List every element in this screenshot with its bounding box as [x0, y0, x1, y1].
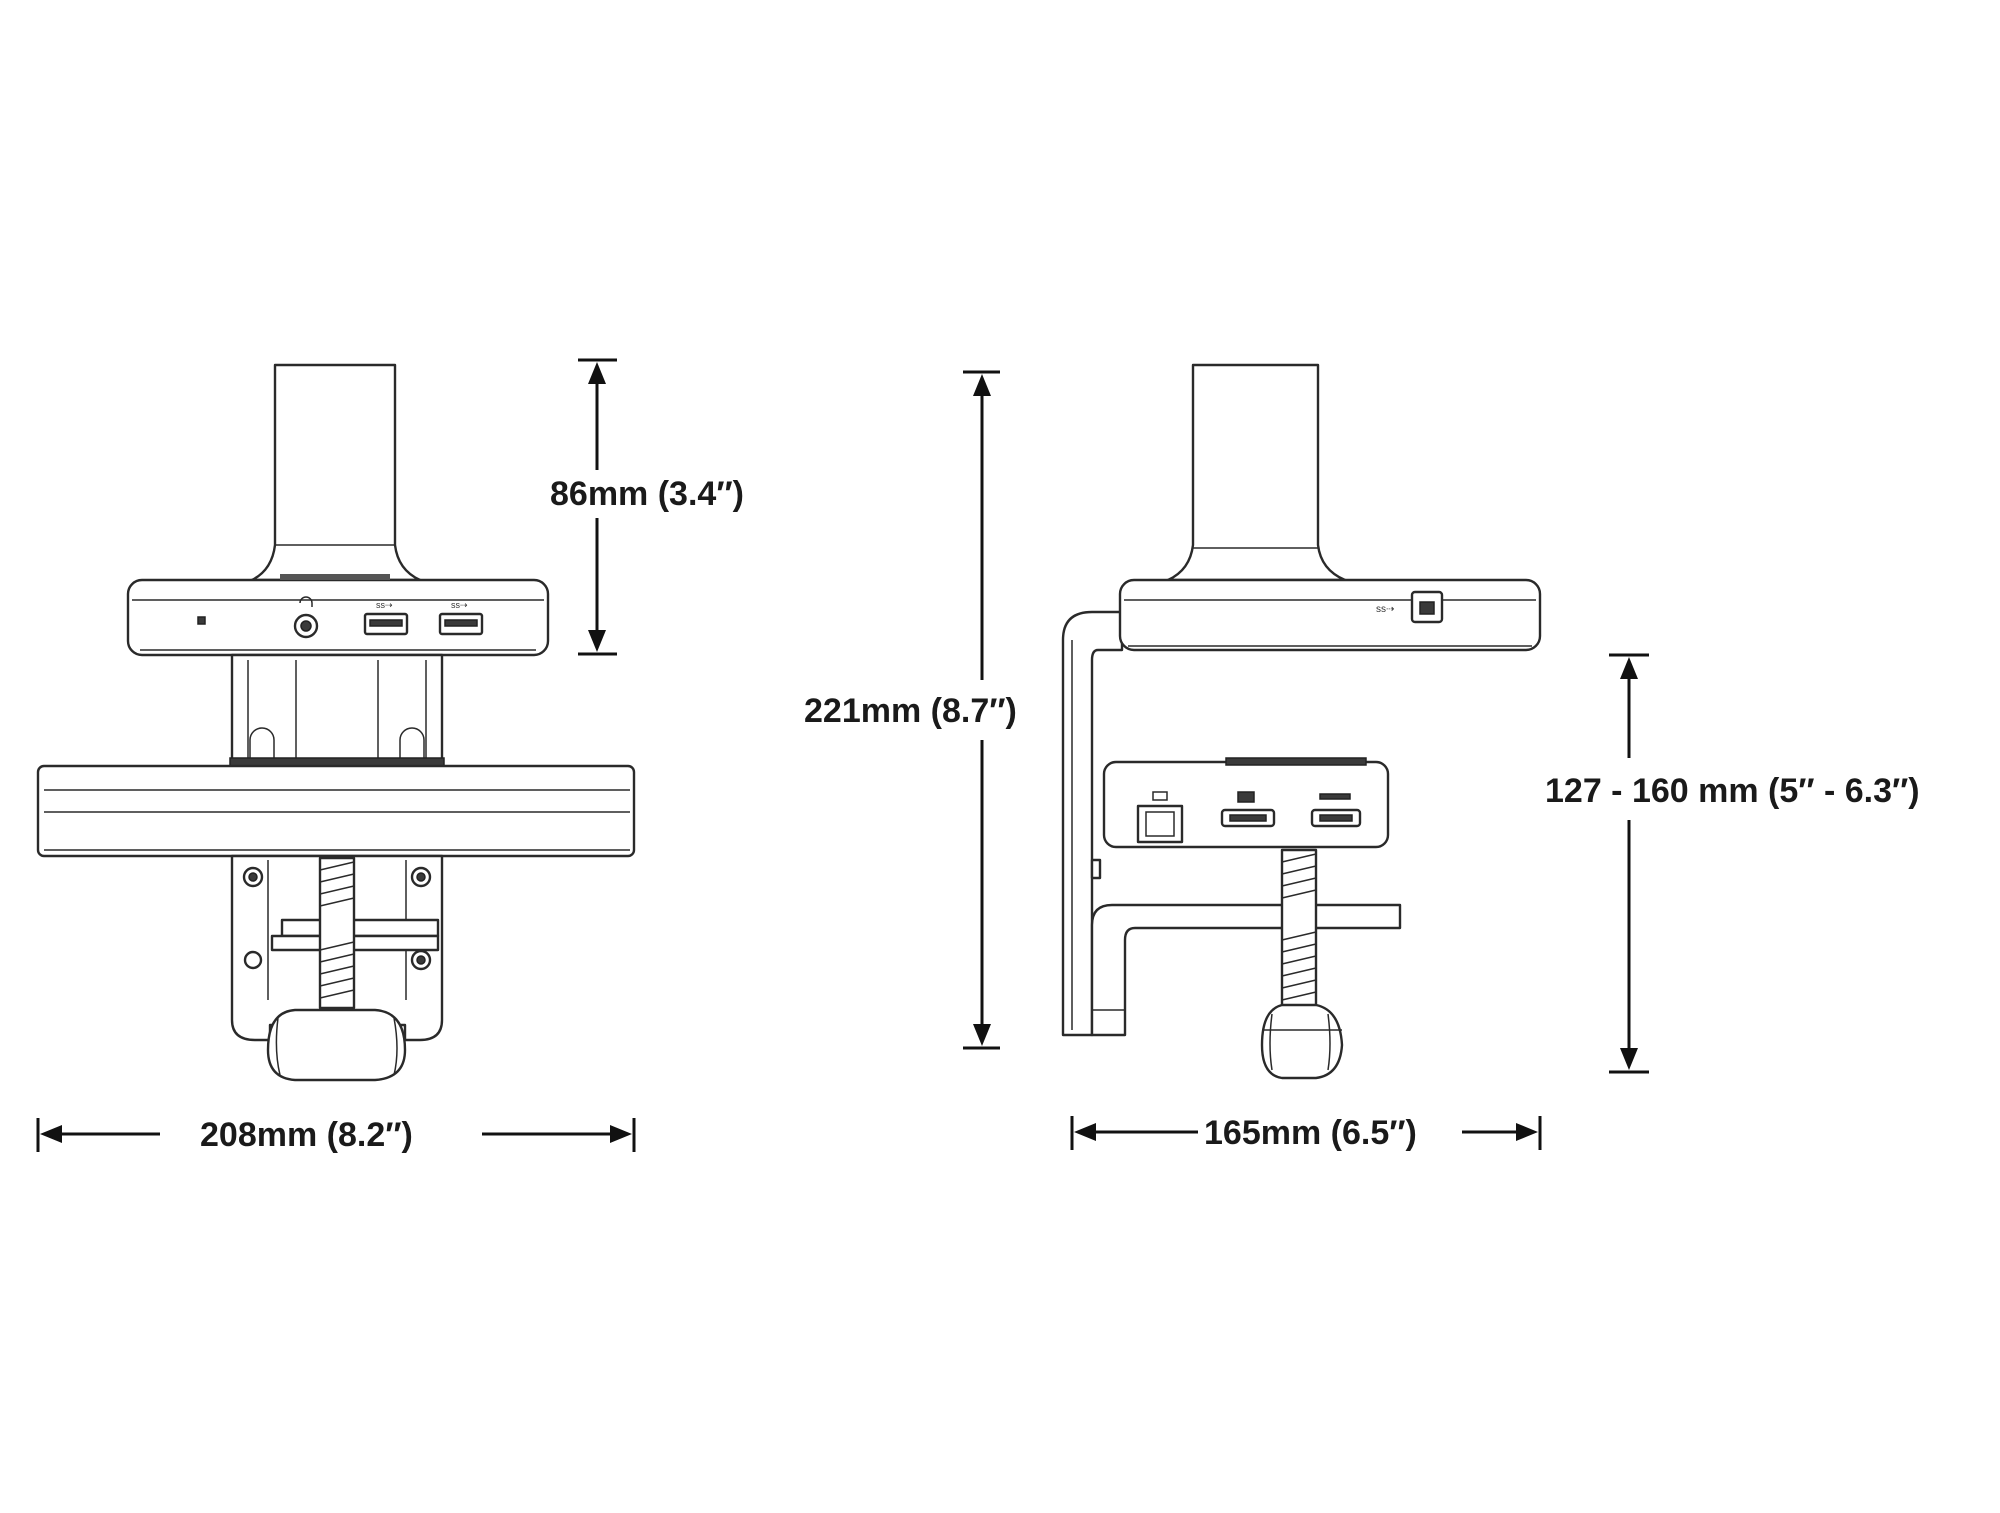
- dimension-front-post: 86mm (3.4″): [550, 358, 744, 656]
- side-hub: ss⇢: [1118, 578, 1542, 652]
- hdmi-label-icon: [1319, 793, 1351, 800]
- dimension-front-width: 208mm (8.2″): [36, 1116, 636, 1154]
- dimension-side-depth: 165mm (6.5″): [1070, 1114, 1542, 1152]
- dim-label-clamp-range: 127 - 160 mm (5″ - 6.3″): [1545, 772, 1920, 810]
- dim-label-side-height: 221mm (8.7″): [804, 692, 1017, 730]
- front-clamp: [230, 854, 444, 1082]
- display-icon: [1237, 791, 1255, 803]
- front-hub: ss⇢ ss⇢: [126, 574, 550, 657]
- headphone-icon: [299, 596, 313, 607]
- usb-logo-icon: ss⇢: [376, 600, 393, 610]
- network-icon: [1152, 791, 1168, 801]
- front-view: ss⇢ ss⇢: [36, 363, 636, 1082]
- side-threaded-rod: [1280, 848, 1318, 1012]
- side-view: ss⇢: [1061, 363, 1542, 1080]
- dim-label-side-depth: 165mm (6.5″): [1204, 1114, 1417, 1152]
- side-bracket: [1061, 610, 1402, 1037]
- usb-logo-icon: ss⇢: [1376, 604, 1394, 615]
- dimension-side-height: 221mm (8.7″): [804, 370, 1017, 1050]
- screw-icon: [243, 950, 263, 970]
- dim-label-front-width: 208mm (8.2″): [200, 1116, 413, 1154]
- clamp-knob: [266, 1008, 407, 1082]
- side-post: [1166, 363, 1347, 582]
- threaded-rod: [318, 856, 356, 1010]
- port-module: [1102, 757, 1390, 849]
- desk-surface: [36, 764, 636, 858]
- power-led-icon: [197, 616, 206, 625]
- dimension-clamp-range: 127 - 160 mm (5″ - 6.3″): [1545, 653, 1920, 1074]
- front-bracket: [229, 653, 445, 767]
- usb-logo-icon: ss⇢: [451, 600, 468, 610]
- front-post: [250, 363, 422, 582]
- dim-label-post-height: 86mm (3.4″): [550, 475, 744, 513]
